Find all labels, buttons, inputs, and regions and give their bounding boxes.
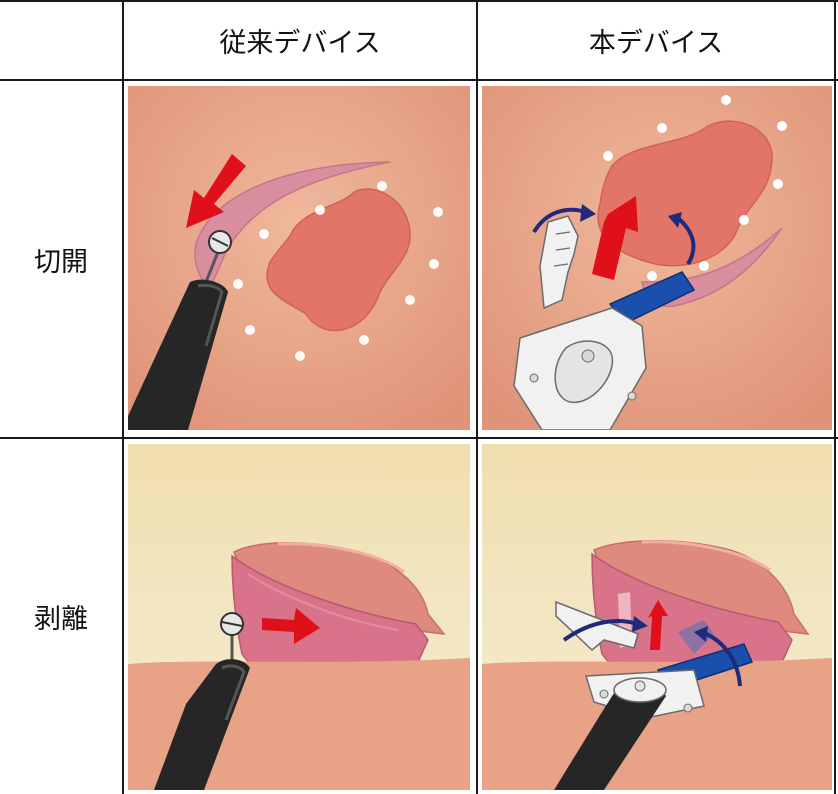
grid-line — [834, 0, 836, 794]
illustration-new-device-dissection — [482, 444, 832, 790]
grid-line — [0, 437, 838, 439]
illustration-svg — [128, 86, 470, 430]
illustration-conventional-dissection — [128, 444, 470, 790]
header-conventional-device: 従来デバイス — [124, 0, 476, 80]
illustration-svg — [128, 444, 470, 790]
row-label-dissection: 剥離 — [0, 439, 122, 794]
illustration-svg — [482, 86, 832, 430]
illustration-svg — [482, 444, 832, 790]
row-label-incision: 切開 — [0, 81, 122, 437]
grid-line — [476, 0, 478, 794]
illustration-conventional-incision — [128, 86, 470, 430]
grid-line — [122, 0, 124, 794]
header-new-device: 本デバイス — [478, 0, 834, 80]
illustration-new-device-incision — [482, 86, 832, 430]
